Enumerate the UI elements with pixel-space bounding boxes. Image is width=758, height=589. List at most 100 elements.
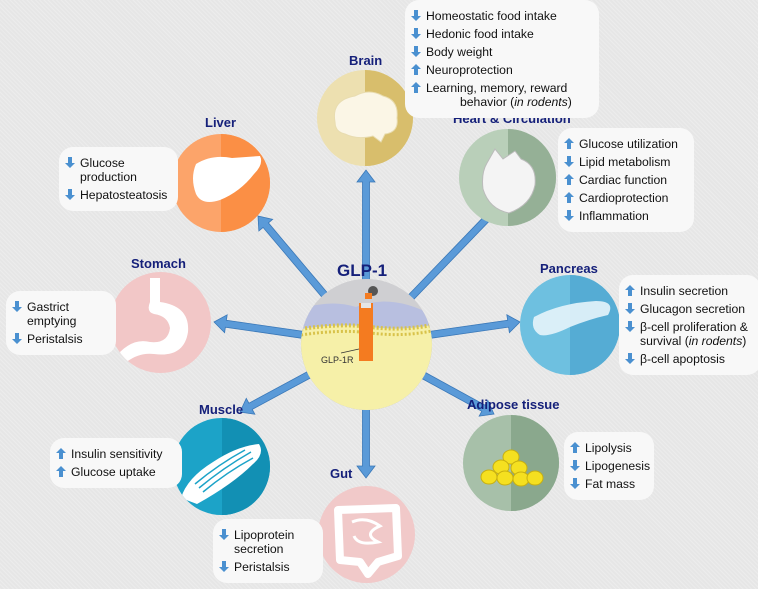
arrow-down-icon [411, 28, 422, 39]
arrow-down-icon [625, 321, 636, 332]
arrow-down-icon [570, 478, 581, 489]
arrow-down-icon [12, 301, 23, 312]
arrow-up-icon [564, 174, 575, 185]
effect-text: Lipolysis [585, 441, 632, 455]
effect-text: Glucose uptake [71, 465, 156, 479]
effect-text: Glucose utilization [579, 137, 678, 151]
liver-title: Liver [205, 115, 237, 130]
liver-icon [172, 134, 270, 232]
arrow-down-icon [411, 10, 422, 21]
connector-arrow-stomach [213, 314, 304, 339]
effect-item: Fat mass [570, 477, 646, 491]
effect-item: β-cell proliferation &survival (in roden… [625, 320, 753, 348]
effect-text: Body weight [426, 45, 493, 59]
pancreas-title: Pancreas [540, 261, 598, 276]
arrow-up-icon [56, 448, 67, 459]
heart-icon [459, 129, 556, 226]
effect-text: Cardioprotection [579, 191, 669, 205]
effect-text: Cardiac function [579, 173, 668, 187]
arrow-up-icon [625, 285, 636, 296]
effect-text: Insulin sensitivity [71, 447, 163, 461]
arrow-down-icon [411, 46, 422, 57]
arrow-up-icon [564, 138, 575, 149]
glp1r-label: GLP-1R [321, 355, 354, 365]
fat-cells-icon [463, 415, 559, 511]
effect-item: Insulin secretion [625, 284, 753, 298]
effect-item: Neuroprotection [411, 63, 591, 77]
arrow-down-icon [625, 303, 636, 314]
effect-item: Cardiac function [564, 173, 686, 187]
connector-arrow-gut [356, 407, 376, 479]
effect-item: Lipolysis [570, 441, 646, 455]
effect-item: Hepatosteatosis [65, 188, 170, 202]
effect-text: β-cell proliferation &survival (in roden… [640, 320, 748, 348]
arrow-down-icon [625, 353, 636, 364]
arrow-up-icon [56, 466, 67, 477]
effect-item: Cardioprotection [564, 191, 686, 205]
effect-text: Glucagon secretion [640, 302, 746, 316]
stomach-icon [110, 272, 211, 373]
effect-text: Homeostatic food intake [426, 9, 557, 23]
effect-item: Body weight [411, 45, 591, 59]
effect-text: Lipogenesis [585, 459, 651, 473]
connector-arrow-muscle [239, 370, 312, 415]
effect-text: Hepatosteatosis [80, 188, 168, 202]
arrow-down-icon [65, 157, 76, 168]
effect-text: Lipid metabolism [579, 155, 671, 169]
glp1-receptor-illustration: GLP-1R [301, 279, 432, 410]
effect-item: Glucose utilization [564, 137, 686, 151]
arrow-down-icon [12, 333, 23, 344]
arrow-down-icon [564, 210, 575, 221]
adipose-title: Adipose tissue [467, 397, 560, 412]
glp1-title: GLP-1 [337, 261, 388, 280]
effect-item: Lipid metabolism [564, 155, 686, 169]
connector-arrow-pancreas [428, 314, 521, 339]
arrow-up-icon [411, 82, 422, 93]
effect-text: Insulin secretion [640, 284, 729, 298]
arrow-down-icon [219, 561, 230, 572]
effect-item: Lipogenesis [570, 459, 650, 473]
arrow-up-icon [564, 192, 575, 203]
arrow-down-icon [219, 529, 230, 540]
effect-item: Peristalsis [12, 332, 108, 346]
brain-title: Brain [349, 53, 383, 68]
arrow-down-icon [65, 189, 76, 200]
stomach-title: Stomach [131, 256, 186, 271]
effect-text: Inflammation [579, 209, 649, 223]
arrow-up-icon [411, 64, 422, 75]
effect-text: Peristalsis [27, 332, 83, 346]
pancreas-icon [520, 275, 620, 375]
effect-item: Homeostatic food intake [411, 9, 591, 23]
muscle-title: Muscle [199, 402, 244, 417]
connector-arrow-brain [356, 169, 376, 281]
arrow-up-icon [570, 442, 581, 453]
effect-item: Hedonic food intake [411, 27, 591, 41]
effect-item: Glucose uptake [56, 465, 174, 479]
effect-text: Peristalsis [234, 560, 290, 574]
effect-text: β-cell apoptosis [640, 352, 725, 366]
gut-title: Gut [330, 466, 353, 481]
effect-text: Hedonic food intake [426, 27, 534, 41]
connector-arrow-adipose [419, 371, 495, 417]
effect-item: Peristalsis [219, 560, 315, 574]
effect-text: Neuroprotection [426, 63, 513, 77]
intestine-icon [318, 486, 415, 583]
effect-item: Inflammation [564, 209, 686, 223]
effect-item: β-cell apoptosis [625, 352, 753, 366]
